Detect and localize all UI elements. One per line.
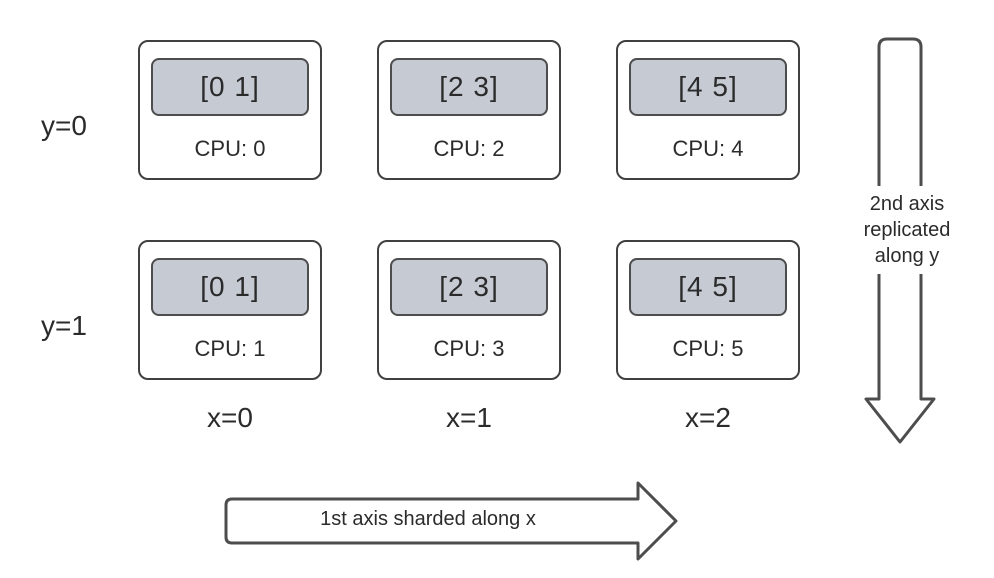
- col-label-x2: x=2: [685, 402, 731, 433]
- col-label-x1: x=1: [446, 402, 492, 433]
- vertical-arrow-label: 2nd axis replicated along y: [842, 186, 972, 274]
- vertical-arrow-label-line: along y: [874, 245, 940, 267]
- right-arrow-icon: [224, 481, 678, 561]
- cpu-label: CPU: 1: [194, 336, 266, 361]
- row-label-y1: y=1: [41, 310, 87, 341]
- shard-chip: [4 5]: [629, 58, 787, 116]
- shard-chip: [2 3]: [390, 258, 548, 316]
- row-label-y0: y=0: [41, 110, 87, 141]
- cpu-label: CPU: 5: [672, 336, 744, 361]
- cpu-label: CPU: 2: [433, 136, 505, 161]
- device-box: [2 3] CPU: 2: [377, 40, 561, 180]
- device-box: [4 5] CPU: 5: [616, 240, 800, 380]
- shard-chip: [2 3]: [390, 58, 548, 116]
- vertical-arrow-label-line: replicated: [863, 219, 951, 241]
- shard-chip: [0 1]: [151, 258, 309, 316]
- vertical-arrow-label-line: 2nd axis: [869, 193, 945, 215]
- cpu-label: CPU: 3: [433, 336, 505, 361]
- device-box: [0 1] CPU: 0: [138, 40, 322, 180]
- cpu-label: CPU: 4: [672, 136, 744, 161]
- device-box: [4 5] CPU: 4: [616, 40, 800, 180]
- horizontal-arrow-label: 1st axis sharded along x: [320, 508, 536, 530]
- shard-chip: [4 5]: [629, 258, 787, 316]
- device-box: [2 3] CPU: 3: [377, 240, 561, 380]
- col-label-x0: x=0: [207, 402, 253, 433]
- cpu-label: CPU: 0: [194, 136, 266, 161]
- shard-chip: [0 1]: [151, 58, 309, 116]
- device-box: [0 1] CPU: 1: [138, 240, 322, 380]
